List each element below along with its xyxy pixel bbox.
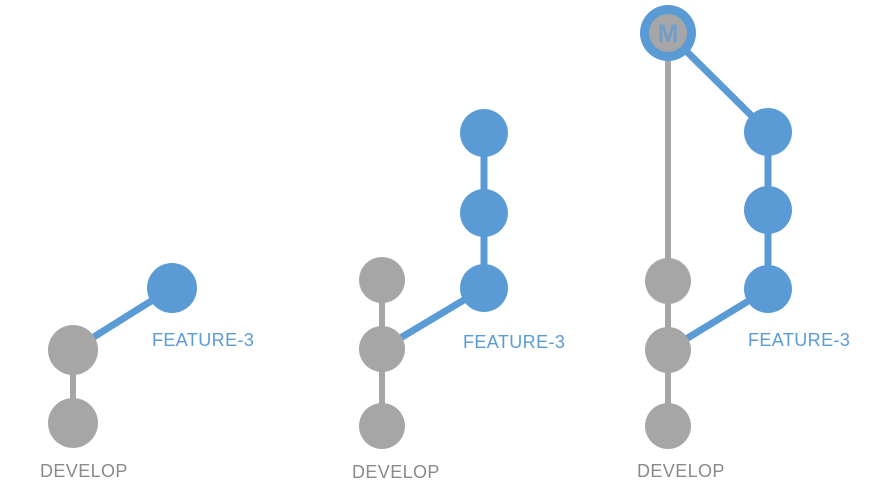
develop-commit-node (48, 325, 98, 375)
feature-branch-label: FEATURE-3 (748, 330, 850, 350)
develop-commit-node (359, 326, 405, 372)
develop-commit-node (359, 257, 405, 303)
merge-commit-node (649, 14, 687, 52)
develop-commit-node (645, 403, 691, 449)
feature-commit-node (147, 263, 197, 313)
git-diagram-stage-2-feature-commits: DEVELOP FEATURE-3 (352, 109, 565, 482)
develop-branch-label: DEVELOP (637, 461, 725, 481)
feature-commit-node (744, 108, 792, 156)
feature-branch-label: FEATURE-3 (463, 332, 565, 352)
develop-commit-node (48, 398, 98, 448)
develop-branch-label: DEVELOP (40, 461, 128, 481)
develop-commit-node (645, 258, 691, 304)
merge-commit-letter: M (658, 20, 679, 48)
develop-branch-label: DEVELOP (352, 462, 440, 482)
feature-commit-node (460, 264, 508, 312)
develop-commit-node (359, 403, 405, 449)
feature-branch-label: FEATURE-3 (152, 330, 254, 350)
feature-commit-node (460, 109, 508, 157)
git-diagram-stage-3-merged: M DEVELOP FEATURE-3 (637, 5, 850, 481)
feature-commit-node (460, 189, 508, 237)
develop-commit-node (645, 327, 691, 373)
feature-commit-node (744, 186, 792, 234)
git-diagram-stage-1-branch-created: DEVELOP FEATURE-3 (40, 263, 254, 481)
feature-commit-node (744, 265, 792, 313)
